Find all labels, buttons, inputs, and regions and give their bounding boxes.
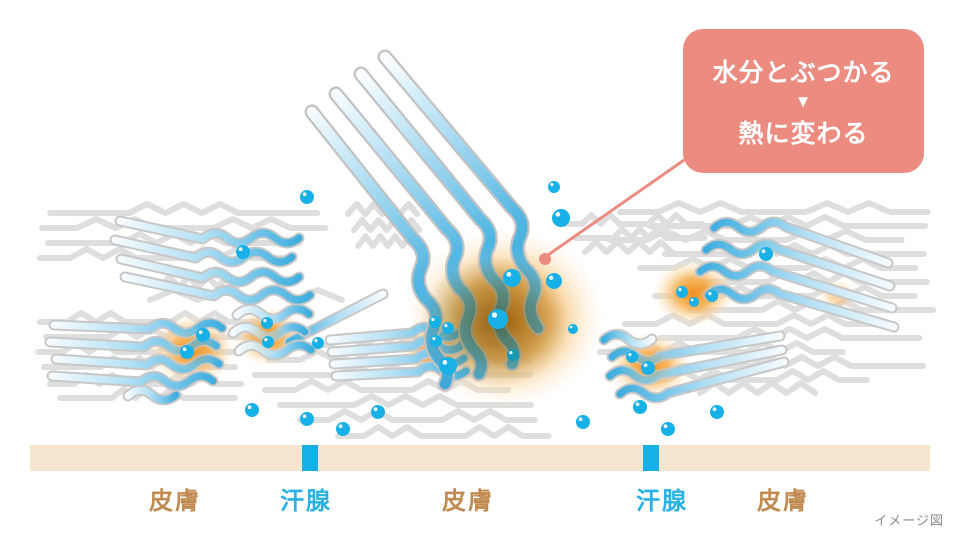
water-droplet-icon xyxy=(552,209,570,227)
image-note: イメージ図 xyxy=(874,513,944,528)
sweat-gland-label-2: 汗腺 xyxy=(636,488,688,515)
water-droplet-icon xyxy=(261,317,273,329)
water-droplet-icon xyxy=(312,337,324,349)
water-droplet-icon xyxy=(548,181,560,193)
water-droplet-icon xyxy=(503,269,521,287)
callout-line2: 熱に変わる xyxy=(738,119,869,148)
callout-line1: 水分とぶつかる xyxy=(712,58,895,87)
water-droplet-icon xyxy=(568,324,578,334)
water-droplet-icon xyxy=(641,361,655,375)
water-droplet-icon xyxy=(236,245,250,259)
water-droplet-icon xyxy=(488,309,508,329)
skin-label-1: 皮膚 xyxy=(149,488,201,515)
callout-bubble: 水分とぶつかる ▼ 熱に変わる xyxy=(683,29,924,173)
skin-layer xyxy=(30,445,930,471)
water-droplet-icon xyxy=(196,328,210,342)
water-droplet-icon xyxy=(626,351,638,363)
callout-pointer xyxy=(539,156,688,265)
skin-label-2: 皮膚 xyxy=(442,488,494,515)
down-arrow-icon: ▼ xyxy=(794,91,813,111)
water-droplet-icon xyxy=(300,412,314,426)
water-droplet-icon xyxy=(442,322,454,334)
sweat-gland-label-1: 汗腺 xyxy=(280,488,332,515)
water-droplet-icon xyxy=(430,335,442,347)
water-droplet-icon xyxy=(661,422,675,436)
water-droplet-icon xyxy=(336,422,350,436)
skin-bar xyxy=(30,445,930,471)
water-droplet-icon xyxy=(676,286,688,298)
skin-label-3: 皮膚 xyxy=(757,488,809,515)
water-droplet-icon xyxy=(576,415,590,429)
sweat-gland-2 xyxy=(643,445,659,471)
blue-fiber-cluster-top-left xyxy=(115,221,310,300)
water-droplet-icon xyxy=(180,345,194,359)
water-droplet-icon xyxy=(507,349,519,361)
water-droplet-icon xyxy=(546,273,562,289)
water-droplet-icon xyxy=(429,316,441,328)
water-droplet-icon xyxy=(633,400,647,414)
water-droplet-icon xyxy=(706,290,718,302)
water-droplet-icon xyxy=(689,297,699,307)
water-droplet-icon xyxy=(710,405,724,419)
water-droplet-icon xyxy=(262,336,274,348)
heat-point-icon xyxy=(539,253,551,265)
water-droplet-icon xyxy=(439,357,457,375)
sweat-gland-1 xyxy=(302,445,318,471)
water-droplet-icon xyxy=(300,190,314,204)
water-droplet-icon xyxy=(371,405,385,419)
water-droplet-icon xyxy=(245,403,259,417)
water-droplet-icon xyxy=(759,247,773,261)
